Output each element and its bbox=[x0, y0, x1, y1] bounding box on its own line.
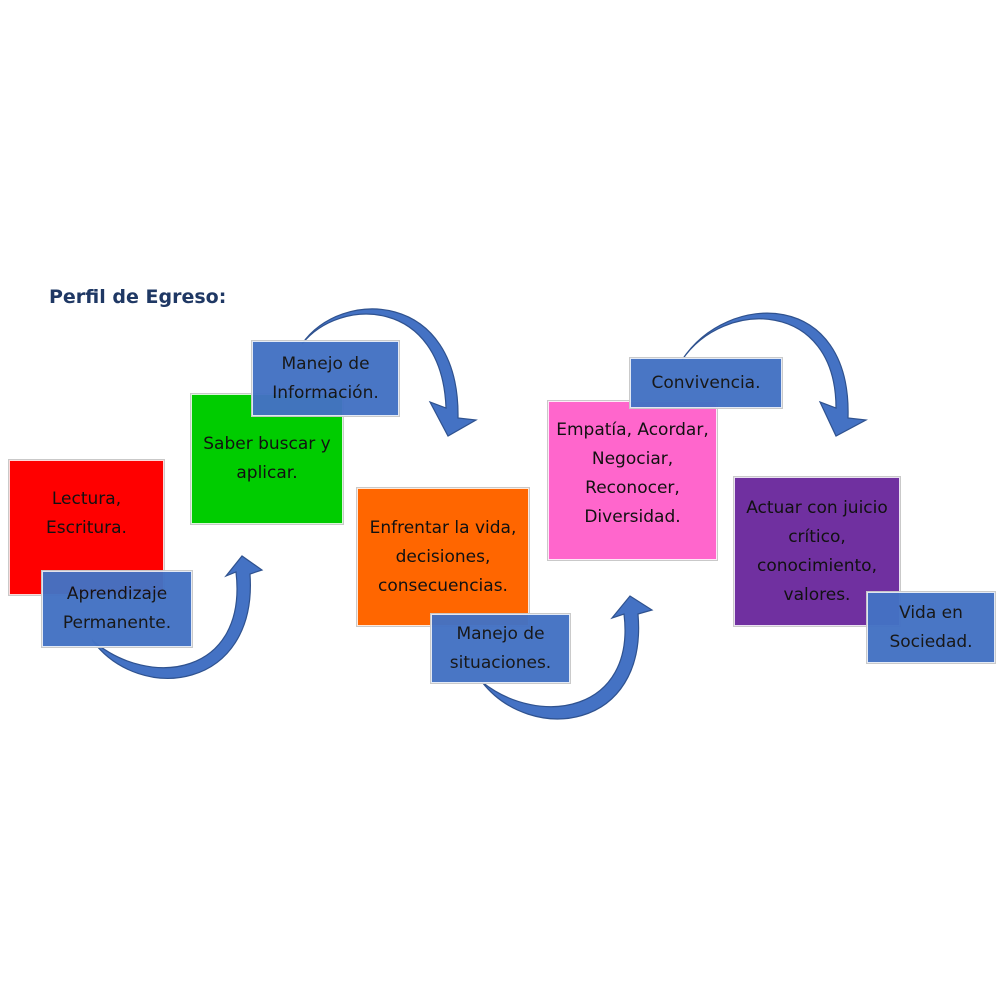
box-empatia: Empatía, Acordar, Negociar, Reconocer, D… bbox=[547, 400, 718, 561]
curved-arrow-2 bbox=[301, 308, 478, 437]
tag-vida-sociedad: Vida en Sociedad. bbox=[866, 591, 996, 664]
curved-arrow-3 bbox=[481, 595, 654, 720]
tag-vida-sociedad-label: Vida en Sociedad. bbox=[889, 602, 973, 652]
curved-arrow-1 bbox=[91, 555, 264, 679]
tag-manejo-informacion-label: Manejo de Información. bbox=[272, 353, 379, 403]
curved-arrow-4 bbox=[681, 312, 868, 437]
tag-aprendizaje: Aprendizaje Permanente. bbox=[41, 570, 193, 648]
box-saber-label: Saber buscar y aplicar. bbox=[203, 434, 331, 483]
box-enfrentar-label: Enfrentar la vida, decisiones, consecuen… bbox=[369, 517, 517, 596]
tag-convivencia-label: Convivencia. bbox=[651, 372, 761, 393]
box-enfrentar: Enfrentar la vida, decisiones, consecuen… bbox=[356, 487, 530, 627]
tag-aprendizaje-label: Aprendizaje Permanente. bbox=[62, 584, 172, 633]
tag-manejo-informacion: Manejo de Información. bbox=[251, 340, 400, 417]
page-title: Perfil de Egreso: bbox=[49, 286, 227, 308]
box-empatia-label: Empatía, Acordar, Negociar, Reconocer, D… bbox=[556, 419, 709, 527]
box-actuar: Actuar con juicio crítico, conocimiento,… bbox=[733, 476, 901, 627]
tag-convivencia: Convivencia. bbox=[629, 357, 783, 409]
box-lectura-label: Lectura, Escritura. bbox=[46, 488, 127, 538]
box-actuar-label: Actuar con juicio crítico, conocimiento,… bbox=[746, 497, 888, 605]
tag-manejo-situaciones-label: Manejo de situaciones. bbox=[449, 623, 552, 673]
tag-manejo-situaciones: Manejo de situaciones. bbox=[430, 613, 571, 684]
